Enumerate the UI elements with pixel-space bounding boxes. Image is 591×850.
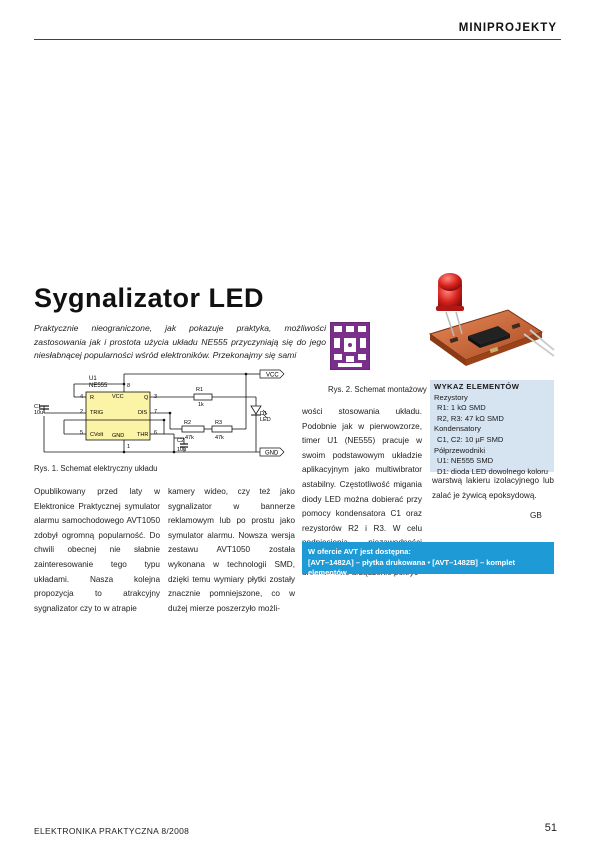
r3-label: R3 (215, 420, 222, 426)
u1-label: U1 (89, 376, 97, 382)
parts-list-title: WYKAZ ELEMENTÓW (434, 382, 520, 391)
section-label: MINIPROJEKTY (458, 22, 557, 34)
footer-page-number: 51 (544, 822, 557, 834)
pin-cvolt: CVolt (90, 432, 104, 438)
parts-group-resistors: Rezystory (434, 392, 468, 402)
c1-label: C1 (34, 404, 41, 410)
pin-num-5: 5 (80, 430, 83, 436)
d1-type: LED (260, 417, 271, 423)
offer-line-1: W ofercie AVT jest dostępna: (308, 547, 411, 556)
pin-trig: TRIG (90, 410, 103, 416)
parts-item-d1: D1: dioda LED dowolnego koloru (437, 466, 549, 476)
header-rule (34, 39, 561, 40)
pin-q: Q (144, 395, 149, 401)
pin-num-1: 1 (127, 444, 130, 450)
pin-thr: THR (137, 432, 148, 438)
parts-group-capacitors: Kondensatory (434, 424, 481, 434)
pin-num-6: 6 (154, 430, 157, 436)
footer-magazine: ELEKTRONIKA PRAKTYCZNA 8/2008 (34, 826, 190, 836)
d1-label: D1 (260, 411, 267, 417)
pin-gnd: GND (112, 433, 124, 439)
ne555-label: NE555 (89, 383, 108, 389)
offer-box: W ofercie AVT jest dostępna: [AVT–1482A]… (302, 542, 554, 577)
parts-item-r2r3: R2, R3: 47 kΩ SMD (437, 413, 504, 423)
c2-label: C2 (177, 438, 184, 444)
r2-label: R2 (184, 420, 191, 426)
parts-list: WYKAZ ELEMENTÓW Rezystory R1: 1 kΩ SMD R… (430, 380, 554, 476)
parts-item-r1: R1: 1 kΩ SMD (437, 403, 486, 413)
r1-label: R1 (196, 387, 203, 393)
pin-dis: DIS (138, 410, 148, 416)
offer-line-2: [AVT–1482A] – płytka drukowana • [AVT–14… (308, 557, 515, 578)
pin-num-8: 8 (127, 383, 130, 389)
c2-value: 10u (177, 447, 186, 453)
r1-value: 1k (198, 402, 204, 408)
c1-value: 10u (34, 410, 43, 416)
body-column-2: kamery wideo, czy też jako sygnalizator … (168, 487, 295, 613)
parts-group-semiconductors: Półprzewodniki (434, 445, 486, 455)
article-lead: Praktycznie nieograniczone, jak pokazuje… (34, 323, 326, 360)
circuit-schematic: VCC GND U1 NE555 R VCC Q TRIG DIS CVolt … (34, 369, 285, 457)
gnd-label: GND (265, 451, 279, 457)
pcb-layout (330, 322, 370, 370)
pin-vcc: VCC (112, 394, 124, 400)
vcc-label: VCC (266, 373, 279, 379)
pin-r: R (90, 395, 94, 401)
body-column-4: warstwą lakieru izolacyjnego lub zalać j… (432, 476, 554, 500)
author-signature: GB (530, 511, 542, 520)
parts-item-c1c2: C1, C2: 10 µF SMD (437, 434, 504, 444)
r2-value: 47k (185, 435, 194, 441)
body-column-1: Opublikowany przed laty w Elektronice Pr… (34, 487, 160, 613)
section-header: MINIPROJEKTY (0, 0, 591, 40)
figure2-caption: Rys. 2. Schemat montażowy (328, 385, 427, 394)
pin-num-2: 2 (80, 409, 83, 415)
parts-item-u1: U1: NE555 SMD (437, 456, 494, 466)
figure1-caption: Rys. 1. Schemat elektryczny układu (34, 464, 158, 473)
article-title: Sygnalizator LED (34, 283, 265, 313)
pin-num-7: 7 (154, 409, 157, 415)
r3-value: 47k (215, 435, 224, 441)
product-photo (428, 273, 555, 366)
